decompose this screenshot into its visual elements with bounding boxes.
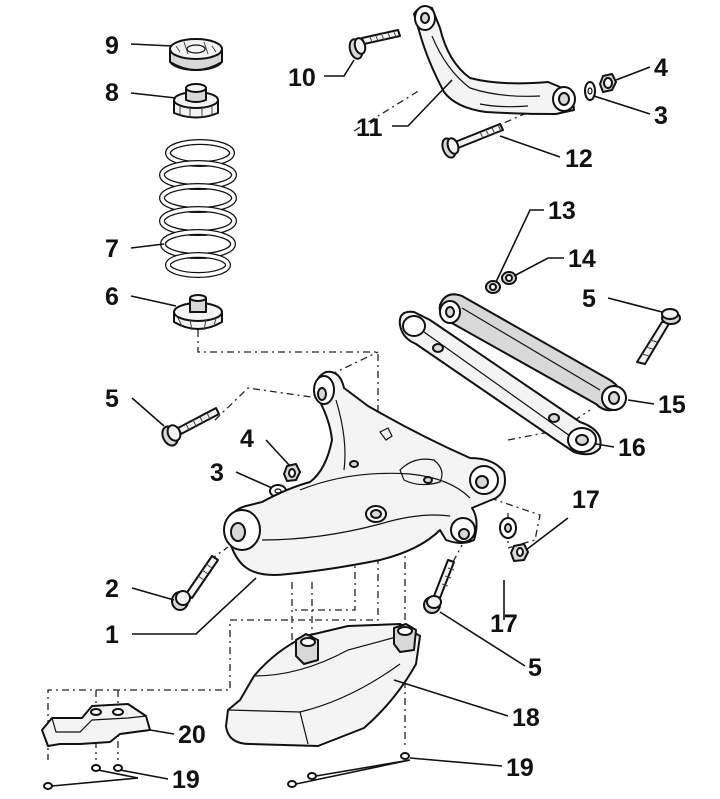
underbody-shield-part-18 — [225, 623, 421, 747]
callout-2: 2 — [105, 575, 119, 603]
callout-9: 9 — [105, 32, 119, 60]
callout-19-right: 19 — [506, 754, 534, 782]
bolt-part-5-lower — [423, 559, 455, 614]
callout-5-upper-right: 5 — [582, 285, 596, 313]
callout-11: 11 — [356, 114, 383, 142]
callout-17-lower: 17 — [490, 610, 518, 638]
upper-control-arm-part-11 — [413, 5, 576, 115]
bolt-part-5-upper-right — [636, 308, 681, 365]
callout-4-middle: 4 — [240, 425, 254, 453]
callout-5-lower: 5 — [528, 654, 542, 682]
bracket-part-20 — [41, 703, 151, 747]
callout-15: 15 — [658, 391, 686, 419]
toe-link-part-16 — [398, 310, 602, 456]
bolt-part-10 — [348, 29, 401, 60]
callout-5-left: 5 — [105, 385, 119, 413]
bolt-part-5-left — [161, 407, 220, 447]
callout-18: 18 — [512, 704, 540, 732]
callout-13: 13 — [548, 197, 576, 225]
callout-3-upper: 3 — [654, 102, 668, 130]
callout-17-right: 17 — [572, 486, 600, 514]
callout-16: 16 — [618, 434, 646, 462]
lateral-link-part-15 — [438, 293, 627, 412]
callout-numbers: 9 8 7 6 10 11 4 3 12 13 14 5 15 5 4 3 16… — [105, 32, 686, 794]
lower-spring-seat-part-6 — [173, 294, 223, 331]
upper-spring-seat-part-9 — [169, 38, 223, 71]
callout-19-left: 19 — [172, 766, 200, 794]
callout-14: 14 — [568, 245, 596, 273]
spring-isolator-part-8 — [173, 83, 219, 119]
long-bolt-part-12 — [441, 123, 504, 159]
callout-20: 20 — [178, 721, 206, 749]
bolt-part-2 — [171, 555, 219, 611]
callout-4-upper: 4 — [654, 54, 668, 82]
callout-7: 7 — [105, 235, 119, 263]
callout-12: 12 — [565, 145, 593, 173]
callout-1: 1 — [105, 621, 119, 649]
callout-3-middle: 3 — [210, 459, 224, 487]
washer-and-nut-parts-13-14 — [485, 271, 517, 294]
bushing-and-nut-parts-17 — [499, 517, 529, 562]
leader-lines — [51, 43, 663, 787]
fastener-clips-part-19 — [43, 752, 410, 790]
callout-6: 6 — [105, 283, 119, 311]
lower-control-arm-part-1 — [223, 370, 506, 576]
coil-spring-part-7 — [159, 139, 237, 278]
washer-and-nut-upper-parts-3-4 — [584, 73, 617, 101]
callout-8: 8 — [105, 79, 119, 107]
callout-10: 10 — [288, 64, 316, 92]
